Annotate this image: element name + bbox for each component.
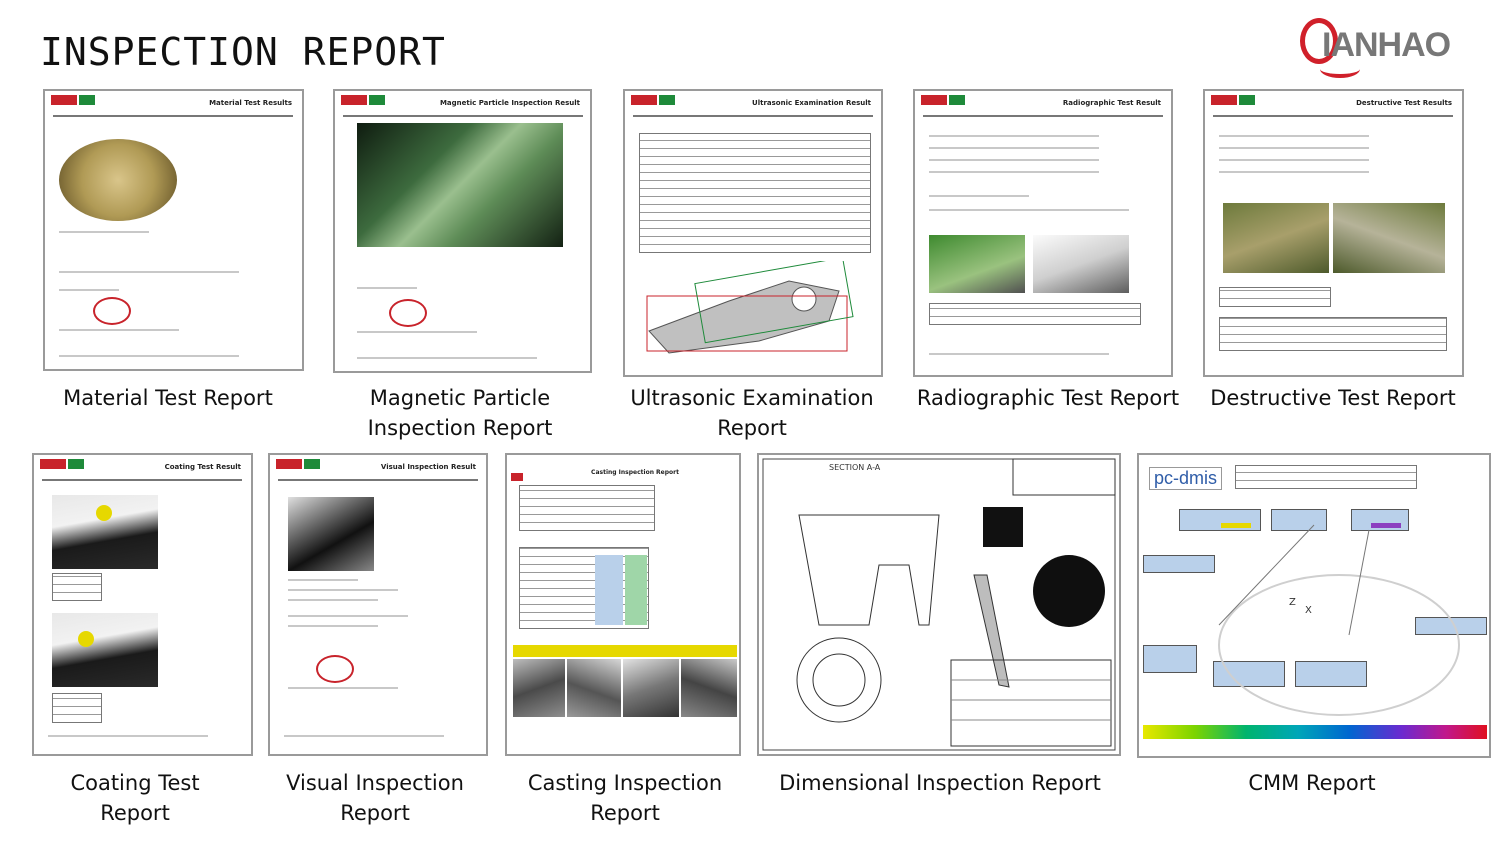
thickness-table-2 [52,693,102,723]
casting-photo-2 [567,659,621,717]
doc-title: Casting Inspection Report [591,469,679,476]
company-logo-icon [949,95,965,105]
company-logo-icon [921,95,947,105]
coating-photo-2 [52,613,158,687]
label-destructive-report: Destructive Test Report [1210,386,1456,410]
color-scale-bar [1143,725,1487,739]
defect-description-table [1219,317,1447,351]
visual-inspection-photo [288,497,374,571]
cmm-purple-bar [1371,523,1401,528]
gauge-probe-icon [78,631,94,647]
acceptance-criteria-table [639,133,871,253]
label-casting-inspection-report: Casting Inspection Report [527,771,723,825]
qianhao-logo: IANHAO [1300,18,1470,78]
company-logo-icon [40,459,66,469]
ultrasonic-report-thumbnail[interactable]: Ultrasonic Examination Result [623,89,883,377]
cmm-report-thumbnail[interactable]: pc-dmis Z X [1137,453,1491,758]
coating-report-thumbnail[interactable]: Coating Test Result [32,453,253,756]
casting-inspection-thumbnail[interactable]: Casting Inspection Report [505,453,741,756]
axis-label: X [1305,605,1312,616]
casting-photo-3 [623,659,679,717]
axis-label: Z [1289,597,1296,608]
label-material-test-report: Material Test Report [63,386,273,410]
cmm-header-table [1235,465,1417,489]
thickness-table-1 [52,573,102,601]
doc-title: Radiographic Test Result [1062,99,1161,107]
material-test-report-thumbnail[interactable]: Material Test Results [43,89,304,371]
gauge-probe-icon [96,505,112,521]
page-title: INSPECTION REPORT [40,30,446,74]
testing-conditions-table [929,303,1141,325]
company-logo-icon [51,95,77,105]
stamp-seal-icon [389,299,427,327]
doc-title: Visual Inspection Result [380,463,476,471]
doc-title: Magnetic Particle Inspection Result [439,99,580,107]
company-logo-icon [79,95,95,105]
company-logo-icon [631,95,657,105]
part-model-drawing [646,256,854,354]
label-radiographic-report: Radiographic Test Report [916,386,1180,410]
logo-q-mark [1300,18,1338,64]
doc-title: Coating Test Result [164,463,241,471]
casting-photo-4 [681,659,737,717]
destructive-sample-photo-1 [1223,203,1329,273]
label-dimensional-inspection-report: Dimensional Inspection Report [779,771,1101,795]
radiographic-report-thumbnail[interactable]: Radiographic Test Result [913,89,1173,377]
doc-title: Material Test Results [209,99,292,107]
company-logo-icon [659,95,675,105]
label-coating-report: Coating Test Report [70,771,200,825]
magnetic-particle-photo [357,123,563,247]
destructive-report-thumbnail[interactable]: Destructive Test Results [1203,89,1464,377]
company-logo-icon [304,459,320,469]
company-logo-icon [1211,95,1237,105]
drawing-section-label: SECTION A-A [829,463,881,472]
company-logo-icon [511,473,523,481]
stamp-seal-icon [93,297,131,325]
highlight-bar [513,645,737,657]
part-3d-model [639,256,869,357]
casting-photo-1 [513,659,565,717]
microstructure-image [59,139,177,221]
destructive-sample-photo-2 [1333,203,1445,273]
stamp-seal-icon [316,655,354,683]
company-logo-icon [1239,95,1255,105]
radiographic-photo-1 [929,235,1025,293]
coating-photo-1 [52,495,158,569]
company-logo-icon [276,459,302,469]
company-logo-icon [68,459,84,469]
logo-swoosh [1320,60,1360,78]
doc-title: Ultrasonic Examination Result [752,99,871,107]
size-tolerance-table [1219,287,1331,307]
visual-inspection-thumbnail[interactable]: Visual Inspection Result [268,453,488,756]
label-magnetic-particle-report: Magnetic Particle Inspection Report [367,386,553,440]
cmm-wireframe-drawing: Z X [1218,524,1460,716]
technical-drawing [762,458,1116,751]
label-cmm-report: CMM Report [1248,771,1376,795]
dimensional-inspection-thumbnail[interactable]: SECTION A-A [757,453,1121,756]
casting-info-table [519,485,655,531]
radiographic-photo-2 [1033,235,1129,293]
logo-wordmark: IANHAO [1322,26,1451,64]
company-logo-icon [341,95,367,105]
label-visual-inspection-report: Visual Inspection Report [286,771,464,825]
pcdmis-logo: pc-dmis [1149,467,1223,490]
label-ultrasonic-report: Ultrasonic Examination Report [630,386,874,440]
company-logo-icon [369,95,385,105]
magnetic-particle-report-thumbnail[interactable]: Magnetic Particle Inspection Result [333,89,592,373]
doc-title: Destructive Test Results [1356,99,1452,107]
